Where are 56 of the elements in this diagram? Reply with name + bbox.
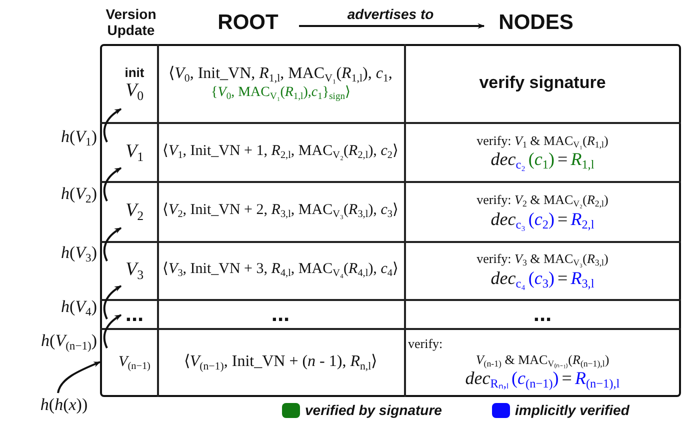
math-expression: = <box>558 149 568 170</box>
hash-label: h(V$_{4}$) <box>60 297 97 317</box>
math-expression: V$_{(n-1)}$ & MAC$_{V₍ₙ₋₁₎}$(R$_{(n−1),l}$) <box>476 352 610 368</box>
math-expression: dec$_{c₃}$ <box>490 208 526 230</box>
arrow <box>299 23 485 29</box>
ellipsis: ... <box>125 300 144 326</box>
math-expression: = <box>558 268 568 289</box>
init-label: init <box>124 64 144 80</box>
math-expression: (c$_{(n−1)}$) <box>512 368 559 390</box>
entity-label: ROOT <box>205 8 291 38</box>
arrow <box>103 314 122 348</box>
arrow <box>103 108 122 142</box>
hash-label: h(V$_{2}$) <box>60 184 97 204</box>
math-expression: (c$_{1}$) <box>528 149 555 170</box>
math-expression: dec$_{Rₙ,ₗ}$ <box>465 368 508 390</box>
math-expression: R$_{(n−1),l}$ <box>574 368 620 390</box>
edge-label: advertises to <box>345 6 436 22</box>
math-expression: dec$_{c₄}$ <box>490 268 526 289</box>
entity-label: NODES <box>490 8 582 38</box>
version-label: V$_{3}$ <box>125 259 144 281</box>
math-expression: {V$_{0}$, MAC$_{V₁}$(R$_{1,l}$),c$_{1}$}$_{sign}$⟩ <box>211 84 350 102</box>
math-expression: ⟨V$_{(n−1)}$, Init_VN + (n - 1), R$_{n,l}$⟩ <box>184 353 378 372</box>
math-expression: ⟨V$_{1}$, Init_VN + 1, R$_{2,l}$, MAC$_{V₂}$(R$_{2,l}$), c$_{2}$⟩ <box>162 142 398 160</box>
math-expression: verify: V$_{2}$ & MAC$_{V₂}$(R$_{2,l}$) <box>476 192 608 208</box>
arrow <box>57 361 101 394</box>
math-expression: ⟨V$_{2}$, Init_VN + 2, R$_{3,l}$, MAC$_{V₃}$(R$_{3,l}$), c$_{3}$⟩ <box>162 202 398 220</box>
hash-label: h(V$_{(n−1)}$) <box>41 331 97 351</box>
math-expression: dec$_{c₂}$ <box>490 149 526 170</box>
hash-label: h(V$_{1}$) <box>60 127 97 147</box>
legend-label: implicitly verified <box>515 402 630 418</box>
version-label: V$_{(n−1)}$ <box>118 354 150 372</box>
math-expression: = <box>558 208 568 230</box>
version-label: V$_{0}$ <box>125 80 144 102</box>
arrow <box>103 285 122 320</box>
version-label: V$_{2}$ <box>125 200 144 222</box>
hash-label: h(h(x)) <box>28 393 100 417</box>
math-expression: (c$_{3}$) <box>528 268 555 289</box>
legend-label: verified by signature <box>305 402 442 418</box>
version-label: V$_{1}$ <box>125 140 144 162</box>
ellipsis: ... <box>271 300 290 326</box>
column-heading: Version Update <box>104 4 158 40</box>
math-expression: R$_{3,l}$ <box>570 268 594 289</box>
math-expression: verify: <box>408 336 443 351</box>
math-expression: ⟨V$_{0}$, Init_VN, R$_{1,l}$, MAC$_{V₁}$(R$_{1,l}$), c$_{1}$, <box>168 64 392 84</box>
math-expression: (c$_{2}$) <box>528 208 555 230</box>
math-expression: ⟨V$_{3}$, Init_VN + 3, R$_{4,l}$, MAC$_{V₄}$(R$_{4,l}$), c$_{4}$⟩ <box>162 261 398 279</box>
math-expression: R$_{2,l}$ <box>570 208 594 230</box>
hash-label: h(V$_{3}$) <box>60 243 97 263</box>
arrow <box>103 227 122 262</box>
math-expression: verify: V$_{3}$ & MAC$_{V₃}$(R$_{3,l}$) <box>476 251 608 267</box>
math-expression: = <box>562 368 572 390</box>
math-expression: verify: V$_{1}$ & MAC$_{V₁}$(R$_{1,l}$) <box>476 132 608 148</box>
math-expression: R$_{1,l}$ <box>570 149 594 170</box>
ellipsis: ... <box>533 300 552 326</box>
arrow <box>103 167 122 202</box>
cell-heading: verify signature <box>479 72 606 94</box>
